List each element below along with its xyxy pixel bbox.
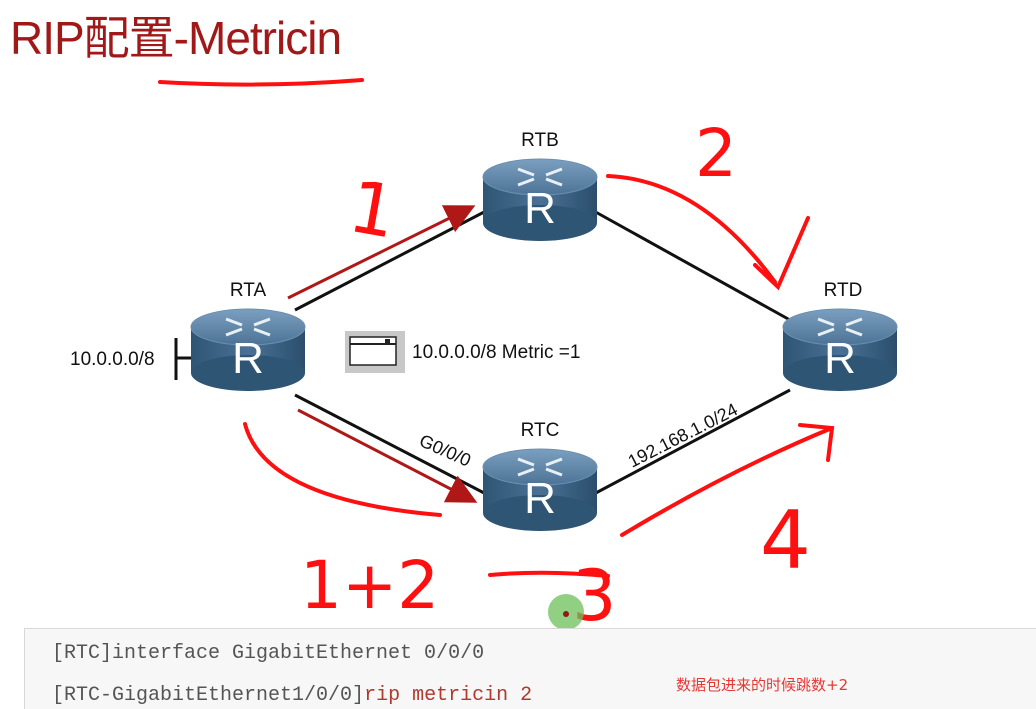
router-r-icon: R <box>824 334 856 383</box>
console-prompt: [RTC-GigabitEthernet1/0/0] <box>52 684 365 707</box>
interface-label: G0/0/0 <box>416 430 474 470</box>
curve-rtb-arrow-head <box>753 216 810 291</box>
console-panel <box>24 628 1036 709</box>
title-underline <box>158 78 364 87</box>
router-rtd[interactable]: R <box>782 308 898 391</box>
curve-rtc-arrow-head <box>798 423 835 462</box>
packet-icon <box>345 331 405 373</box>
router-arrows-icon <box>517 457 563 477</box>
router-label-rtd: RTD <box>824 280 863 301</box>
router-arrows-icon <box>225 317 271 337</box>
router-rtb[interactable]: R <box>482 158 598 241</box>
router-label-rtb: RTB <box>521 130 559 151</box>
console-line-2: [RTC-GigabitEthernet1/0/0]rip metricin 2 <box>52 684 532 707</box>
hop-count-rtb: 1 <box>343 164 403 255</box>
link-rtb-rtd <box>591 208 791 322</box>
console-command: rip metricin 2 <box>364 684 533 707</box>
arrow-rta-to-rtc <box>297 408 478 503</box>
subnet-label: 192.168.1.0/24 <box>625 399 741 471</box>
router-r-icon: R <box>524 474 556 523</box>
hop-count-rtc: 1+2 <box>300 547 439 624</box>
curve-rtb-to-rtd <box>606 174 777 284</box>
rtc-underline <box>488 570 610 578</box>
network-label: 10.0.0.0/8 <box>70 349 155 370</box>
console-line-1: [RTC]interface GigabitEthernet 0/0/0 <box>52 642 485 665</box>
hop-count-rtd-bottom: 4 <box>760 494 811 587</box>
router-rta[interactable]: R <box>190 308 306 391</box>
router-label-rtc: RTC <box>521 420 560 441</box>
router-arrows-icon <box>817 317 863 337</box>
annotation-note: 数据包进来的时候跳数+2 <box>676 676 849 694</box>
router-r-icon: R <box>232 334 264 383</box>
router-arrows-icon <box>517 167 563 187</box>
curve-rta-to-rtc <box>243 422 442 517</box>
cursor-dot <box>563 611 569 617</box>
router-r-icon: R <box>524 184 556 233</box>
router-rtc[interactable]: R <box>482 448 598 531</box>
router-label-rta: RTA <box>230 280 267 301</box>
link-rtc-rtd <box>591 388 791 497</box>
arrow-rta-to-rtb <box>287 205 476 300</box>
page-title: RIP配置-Metricin <box>10 12 342 64</box>
hop-count-rtd-top: 2 <box>695 115 737 192</box>
update-arrows <box>287 205 478 503</box>
curve-rtc-to-rtd <box>620 426 834 537</box>
route-info-label: 10.0.0.0/8 Metric =1 <box>412 342 580 363</box>
